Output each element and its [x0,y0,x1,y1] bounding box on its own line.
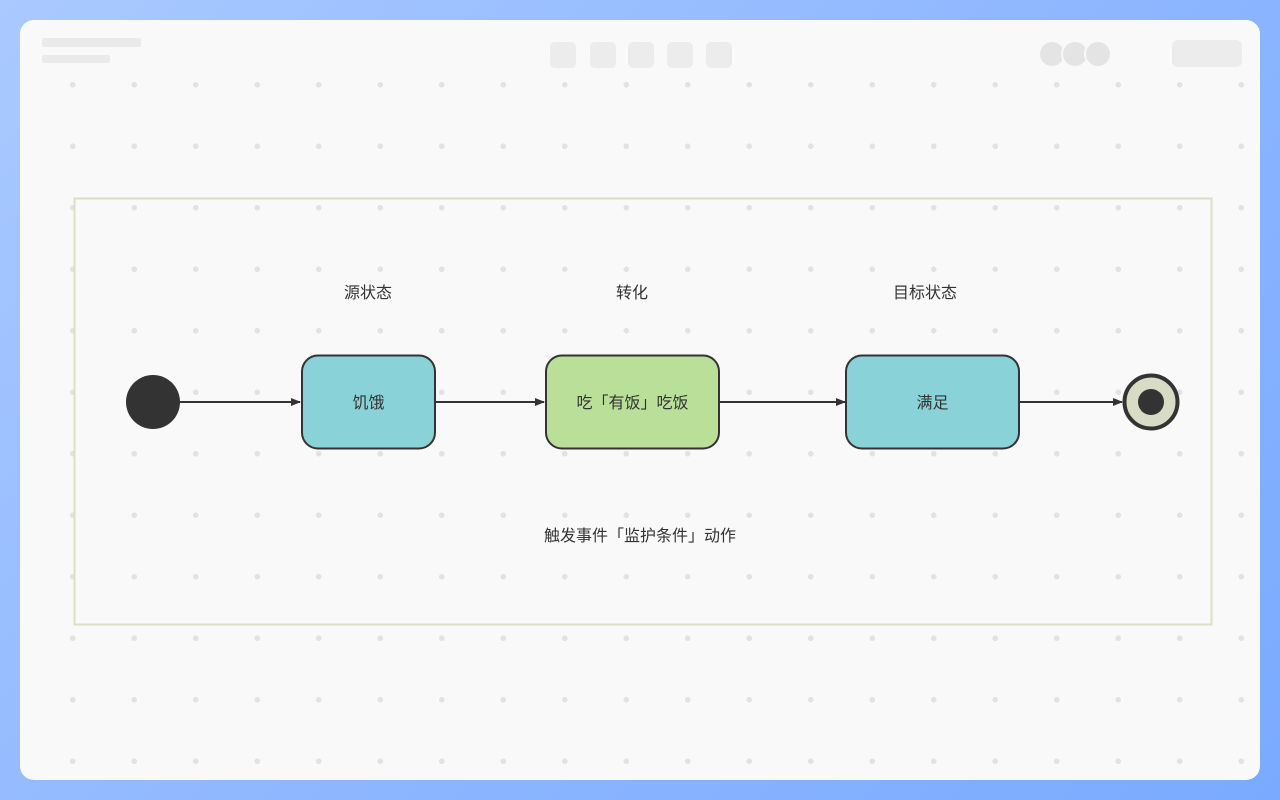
diagram-frame[interactable] [73,197,1213,626]
tool-button-3[interactable] [628,42,654,68]
transition-label-eat: 吃「有饭」吃饭 [576,393,688,412]
header-transition: 转化 [616,283,648,302]
toolbar [20,20,1260,82]
header-source-state: 源状态 [344,283,392,302]
tool-button-1[interactable] [550,42,576,68]
state-diagram: 源状态 转化 目标状态 饥饿 吃「有饭」吃饭 满足 触发事件「监护条件」动作 [73,197,1213,626]
state-node-full[interactable]: 满足 [845,354,1020,450]
state-label-full: 满足 [916,393,948,412]
final-state-node[interactable] [1122,373,1180,431]
initial-state-node[interactable] [126,375,180,429]
transition-node-eat[interactable]: 吃「有饭」吃饭 [545,354,720,450]
collaborator-avatar-3[interactable] [1084,40,1112,68]
header-target-state: 目标状态 [893,283,957,302]
share-button[interactable] [1172,40,1242,67]
tool-button-4[interactable] [667,42,693,68]
transition-box-eat[interactable] [545,354,720,450]
document-title-placeholder[interactable] [42,38,141,47]
transition-syntax-caption: 触发事件「监护条件」动作 [544,526,736,545]
state-box-hungry[interactable] [301,354,436,450]
app-window: 源状态 转化 目标状态 饥饿 吃「有饭」吃饭 满足 触发事件「监护条件」动作 [20,20,1260,780]
final-state-core [1138,389,1164,415]
tool-button-5[interactable] [706,42,732,68]
document-subtitle-placeholder [42,55,110,63]
state-label-hungry: 饥饿 [352,393,384,412]
state-node-hungry[interactable]: 饥饿 [301,354,436,450]
state-box-full[interactable] [845,354,1020,450]
tool-button-2[interactable] [590,42,616,68]
